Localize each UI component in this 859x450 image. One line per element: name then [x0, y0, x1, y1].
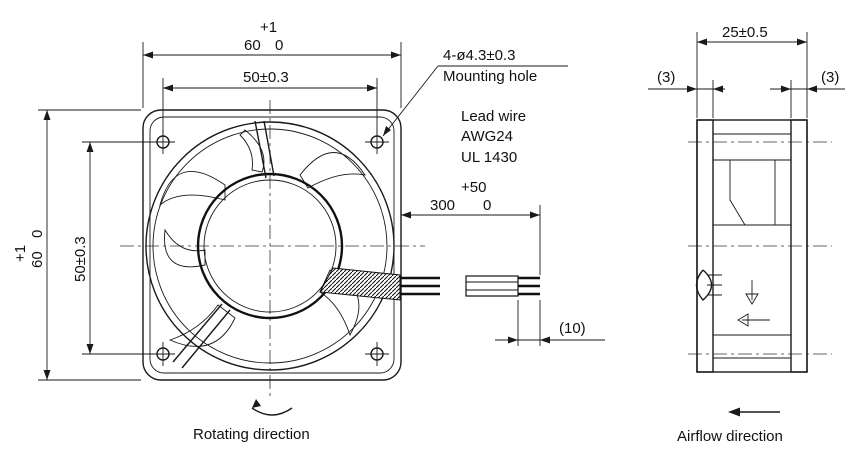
mounting-holes — [151, 130, 389, 366]
dim-lead-nominal: 300 — [430, 197, 455, 214]
airflow-direction-caption: Airflow direction — [677, 428, 783, 445]
dim-flange-right — [770, 80, 845, 118]
side-down-arrow — [745, 280, 759, 305]
rotation-arrow — [251, 407, 293, 416]
strut-upper — [254, 120, 267, 179]
side-flange-left — [696, 119, 714, 373]
dim-lead-lower-tol: 0 — [483, 197, 491, 214]
mounting-hole-spec: 4-ø4.3±0.3 — [443, 47, 515, 64]
dim-overall-width — [142, 42, 402, 108]
strut-lower — [172, 303, 223, 363]
dim-lead-length — [400, 205, 541, 275]
fan-hub-inner — [203, 179, 337, 313]
dim-strip-length-label: (10) — [559, 320, 586, 337]
venturi-ring-inner — [152, 128, 388, 364]
fan-hub — [196, 172, 344, 320]
dim-width-lower-tol: 0 — [275, 37, 283, 54]
dim-flange-right-label: (3) — [821, 69, 839, 86]
dim-hole-pitch-horizontal — [162, 78, 378, 135]
rotation-arrowhead — [252, 399, 261, 408]
dim-depth — [696, 32, 808, 118]
side-hub-outline — [729, 159, 776, 226]
side-wire-exit — [695, 269, 713, 301]
dim-height-upper-tol: +1 — [12, 245, 29, 262]
lead-wire-standard: UL 1430 — [461, 149, 517, 166]
dim-flange-left-label: (3) — [657, 69, 675, 86]
lead-wires — [400, 275, 540, 297]
side-view: 25±0.5 (3) (3) Airflow direction — [648, 24, 845, 445]
dim-strip-length — [495, 300, 605, 346]
front-view: +1 60 0 50±0.3 +1 60 0 — [12, 19, 605, 443]
dim-height-lower-tol: 0 — [29, 230, 46, 238]
dim-height-nominal: 60 — [29, 251, 46, 268]
side-left-arrow — [737, 313, 770, 327]
rotating-direction-caption: Rotating direction — [193, 426, 310, 443]
dim-width-upper-tol: +1 — [260, 19, 277, 36]
dim-hole-pitch-v-label: 50±0.3 — [72, 236, 89, 282]
strut-lower-edge — [181, 309, 231, 369]
dim-depth-label: 25±0.5 — [722, 24, 768, 41]
dim-lead-upper-tol: +50 — [461, 179, 486, 196]
dim-width-nominal: 60 — [244, 37, 261, 54]
wire-channel — [319, 267, 401, 301]
strut-upper-edge — [263, 120, 275, 177]
fan-frame — [142, 109, 402, 381]
mounting-hole-leader — [382, 65, 568, 137]
mounting-hole-label: Mounting hole — [443, 68, 537, 85]
dim-flange-left — [648, 80, 725, 118]
dim-overall-height — [38, 109, 141, 381]
lead-wire-title: Lead wire — [461, 108, 526, 125]
venturi-ring — [145, 121, 395, 371]
fan-blades — [159, 129, 366, 347]
dim-hole-pitch-vertical — [82, 141, 158, 355]
side-flange-right — [790, 119, 808, 373]
dim-hole-pitch-h-label: 50±0.3 — [243, 69, 289, 86]
lead-wire-gauge: AWG24 — [461, 128, 513, 145]
airflow-arrowhead — [728, 407, 740, 417]
